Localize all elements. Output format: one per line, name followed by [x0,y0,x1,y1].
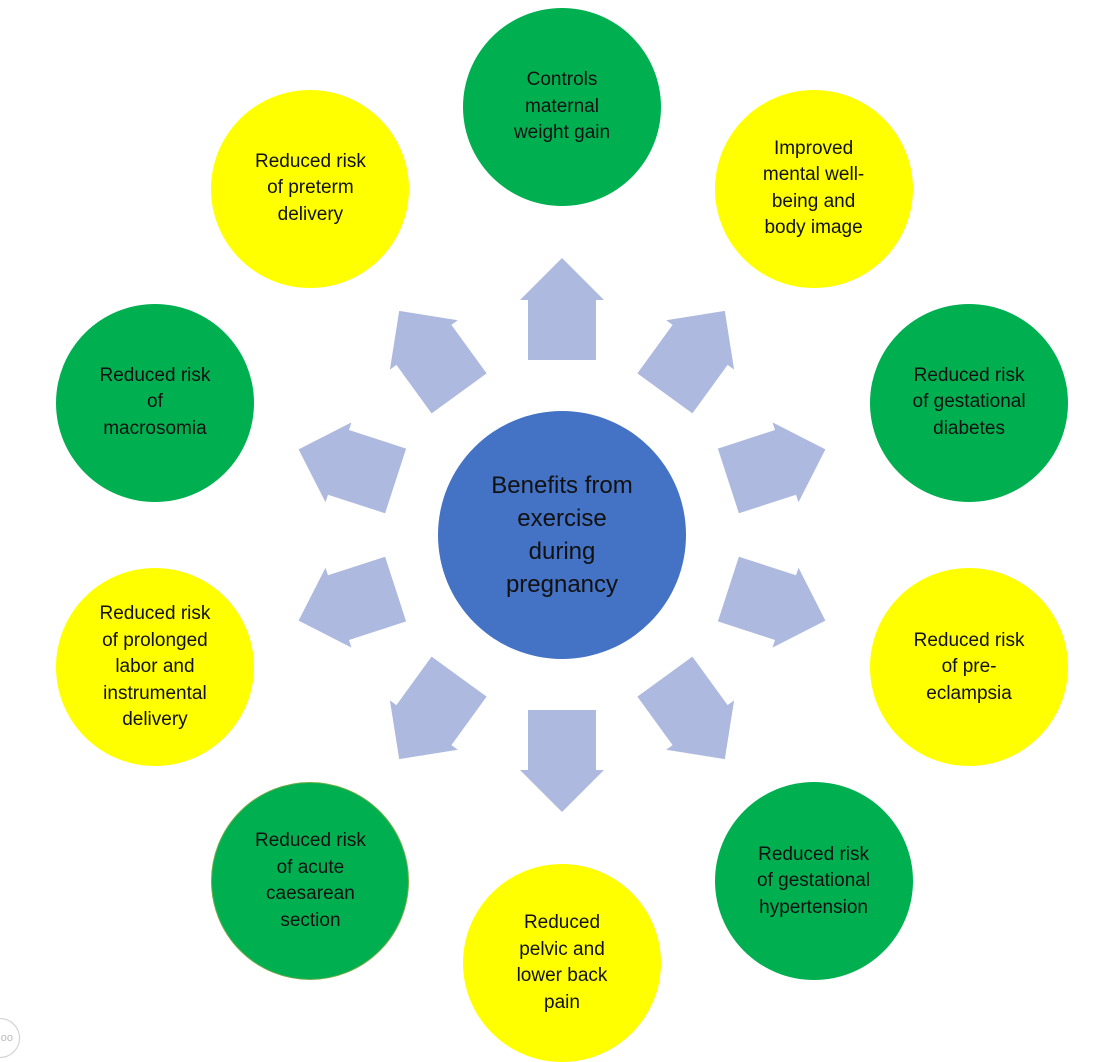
benefit-circle-weight-gain: Controls maternal weight gain [463,8,661,206]
benefit-label: Reduced risk of gestational diabetes [912,364,1026,439]
arrow-icon [520,710,604,812]
benefit-label: Reduced risk of preterm delivery [254,150,366,225]
benefit-circle-caesarean: Reduced risk of acute caesarean section [211,782,410,981]
benefit-circle-back-pain: Reduced pelvic and lower back pain [463,864,661,1062]
center-topic-label: Benefits from exercise during pregnancy [491,472,633,598]
benefit-circle-gestational-diabetes: Reduced risk of gestational diabetes [870,303,1069,502]
benefit-label: Reduced pelvic and lower back pain [516,912,608,1013]
arrow-icon [637,310,735,414]
benefit-label: Improved mental well- being and body ima… [762,137,865,239]
benefit-circle-prolonged-labor: Reduced risk of prolonged labor and inst… [55,568,254,767]
arrow-icon [389,656,487,760]
benefit-label: Reduced risk of gestational hypertension [757,843,871,918]
benefit-label: Reduced risk of acute caesarean section [254,830,366,931]
benefit-label: Reduced risk of macrosomia [99,364,211,439]
benefit-label: Reduced risk of pre- eclampsia [913,629,1025,704]
arrow-icon [389,310,487,414]
arrow-icon [637,656,735,760]
benefit-circle-gestational-hypertension: Reduced risk of gestational hypertension [714,782,913,981]
benefit-circle-preterm-delivery: Reduced risk of preterm delivery [211,89,410,288]
arrow-icon [520,258,604,360]
benefit-circle-macrosomia: Reduced risk of macrosomia [55,303,254,502]
arrow-icon [717,556,826,648]
benefit-label: Reduced risk of prolonged labor and inst… [99,603,211,730]
benefit-circle-mental-wellbeing: Improved mental well- being and body ima… [714,89,913,288]
arrow-icon [298,422,407,514]
arrow-icon [298,556,407,648]
benefit-circle-pre-eclampsia: Reduced risk of pre- eclampsia [870,568,1069,767]
arrow-icon [717,422,826,514]
center-topic-circle: Benefits from exercise during pregnancy [438,411,686,659]
benefit-label: Controls maternal weight gain [513,69,611,144]
